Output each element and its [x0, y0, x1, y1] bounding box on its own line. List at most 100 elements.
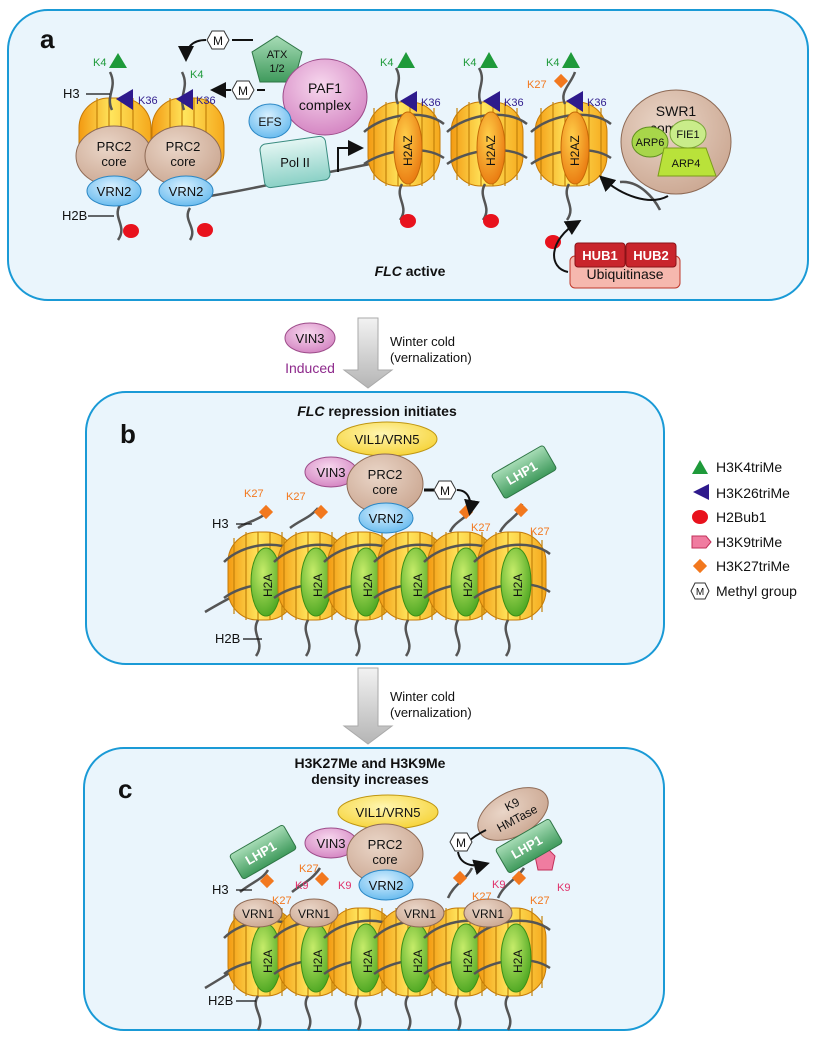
prc2-label-a2: PRC2 — [166, 139, 201, 154]
legend-h3k26trime-icon — [693, 484, 709, 500]
panel-c-title-1: H3K27Me and H3K9Me — [295, 755, 446, 771]
k27-label-b3: K27 — [471, 522, 491, 534]
prc2-label-c: PRC2 — [368, 837, 403, 852]
methyl-group-c — [449, 832, 473, 852]
paf1-label-1: PAF1 — [308, 80, 342, 96]
k4-mark-a4 — [480, 52, 498, 68]
k4-mark-a5 — [562, 52, 580, 68]
k9-label-c4: K9 — [557, 882, 570, 894]
methyl-group-a-mid — [231, 80, 255, 100]
legend-label-4: H3K27triMe — [716, 558, 790, 574]
k36-mark-a3 — [400, 91, 417, 112]
vrn1-c3 — [395, 898, 445, 928]
lhp1-b — [491, 445, 557, 499]
ubiquitinase-label: Ubiquitinase — [586, 266, 663, 282]
vil1-label-c: VIL1/VRN5 — [355, 805, 420, 820]
legend-label-2: H2Bub1 — [716, 509, 767, 525]
k4-mark-a1 — [109, 53, 127, 68]
legend-label-0: H3K4triMe — [716, 459, 782, 475]
k4-label-a1: K4 — [93, 57, 106, 69]
paf1-complex — [282, 58, 368, 136]
vrn2-a2 — [158, 175, 214, 207]
h2b-label-b: H2B — [215, 631, 240, 646]
k27-label-c1: K27 — [299, 863, 319, 875]
k36-mark-a5 — [566, 91, 583, 112]
core-label-a1: core — [101, 154, 126, 169]
transition-2-line2: (vernalization) — [390, 705, 472, 720]
core-label-c: core — [372, 852, 397, 867]
legend-h2bub1-icon — [692, 510, 708, 524]
h3-label-b: H3 — [212, 516, 229, 531]
atx-protein — [251, 35, 303, 83]
legend-label-5: Methyl group — [716, 583, 797, 599]
vrn1-label-c1: VRN1 — [242, 907, 274, 921]
prc2-label-a1: PRC2 — [97, 139, 132, 154]
vin3-label-c: VIN3 — [317, 836, 346, 851]
h2a-label-b3: H2A — [361, 574, 375, 597]
legend-label-3: H3K9triMe — [716, 534, 782, 550]
k9-label-c2: K9 — [338, 880, 351, 892]
vrn1-label-c4: VRN1 — [472, 907, 504, 921]
k27-mark-a — [553, 73, 569, 89]
k27-mark-b4 — [513, 502, 529, 518]
hub2 — [625, 242, 677, 268]
k36-label-a3: K36 — [421, 97, 441, 109]
vin3-label-b: VIN3 — [317, 465, 346, 480]
lhp1-c1 — [229, 824, 297, 880]
legend-h3k9trime-icon — [691, 535, 712, 549]
k27-mark-b1 — [258, 504, 274, 520]
methyl-group-b — [433, 480, 457, 500]
vil1-label-b: VIL1/VRN5 — [354, 432, 419, 447]
panel-a-status: FLC active — [375, 263, 446, 279]
h3-label-c: H3 — [212, 882, 229, 897]
h2a-label-b4: H2A — [411, 574, 425, 597]
dna-strand-a2 — [619, 180, 662, 211]
panel-b-letter: b — [120, 419, 136, 449]
arp4-label: ARP4 — [672, 158, 701, 170]
k36-mark-a2 — [176, 89, 193, 110]
vrn2-label-a1: VRN2 — [97, 184, 132, 199]
methyl-label-a-mid: M — [238, 84, 248, 98]
transition-arrow-1 — [342, 317, 394, 389]
vrn2-c — [358, 869, 414, 901]
vrn1-c2 — [289, 898, 339, 928]
vrn2-label-b: VRN2 — [369, 511, 404, 526]
h2az-label-1: H2AZ — [401, 135, 415, 166]
vrn2-a1 — [86, 175, 142, 207]
k27-label-b2: K27 — [286, 491, 306, 503]
legend-methyl-group-icon — [690, 582, 710, 600]
arp6 — [631, 126, 669, 158]
arp6-label: ARP6 — [636, 137, 665, 149]
h2bub1-mark-a4 — [483, 214, 499, 228]
legend-methyl-m: M — [696, 587, 704, 598]
legend-label-1: H3K26triMe — [716, 485, 790, 501]
methyl-label-b: M — [440, 484, 450, 498]
efs-protein — [248, 103, 292, 139]
transition-arrow-2 — [342, 667, 394, 745]
transcription-start-arrow — [337, 140, 364, 172]
pol-ii — [259, 135, 331, 189]
k9-hmtase-label-1: K9 — [502, 795, 522, 814]
k9-label-c1: K9 — [295, 880, 308, 892]
transition-1-line2: (vernalization) — [390, 350, 472, 365]
transition-2-line1: Winter cold — [390, 689, 455, 704]
atx-label-2: 1/2 — [269, 63, 284, 75]
hub1 — [574, 242, 626, 268]
induced-label: Induced — [285, 360, 335, 376]
k4-label-a5: K4 — [546, 57, 559, 69]
k4-label-a2: K4 — [190, 69, 203, 81]
h2b-tail-a2 — [186, 207, 194, 241]
k27-mark-c4 — [511, 870, 527, 886]
transition-1-line1: Winter cold — [390, 334, 455, 349]
k36-label-a2: K36 — [196, 95, 216, 107]
vrn1-c1 — [233, 898, 283, 928]
fie1-label: FIE1 — [676, 129, 699, 141]
atx-label-1: ATX — [267, 49, 288, 61]
vrn1-label-c3: VRN1 — [404, 907, 436, 921]
k27-mark-c1 — [259, 873, 275, 889]
methyl-label-a-top: M — [213, 34, 223, 48]
k36-label-a1: K36 — [138, 95, 158, 107]
swr1-label-1: SWR1 — [656, 103, 697, 119]
k36-label-a5: K36 — [587, 97, 607, 109]
